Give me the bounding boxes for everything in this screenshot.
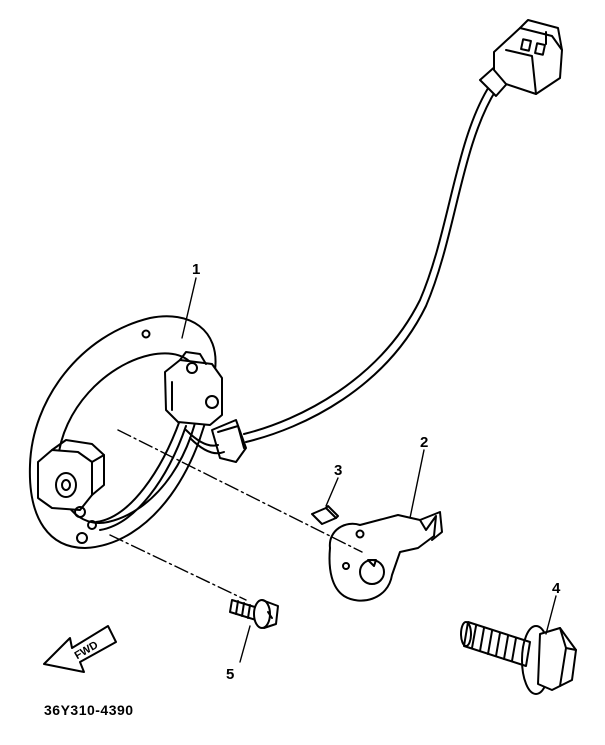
drawing-number: 36Y310-4390 <box>44 702 134 718</box>
callout-2: 2 <box>420 434 428 451</box>
screw <box>229 599 279 629</box>
callout-5: 5 <box>226 666 234 683</box>
callout-3: 3 <box>334 462 342 479</box>
woodruff-key <box>311 505 339 525</box>
forward-arrow-icon: FWD <box>43 625 117 673</box>
timing-plate <box>328 511 443 602</box>
bolt <box>460 621 577 695</box>
assembly-centerlines <box>109 429 363 601</box>
callout-1: 1 <box>192 261 200 278</box>
pickup-coil-assembly <box>28 19 563 549</box>
leader-lines <box>181 277 557 663</box>
callout-4: 4 <box>552 580 561 597</box>
callout-labels: 1 2 3 4 5 <box>192 261 561 683</box>
